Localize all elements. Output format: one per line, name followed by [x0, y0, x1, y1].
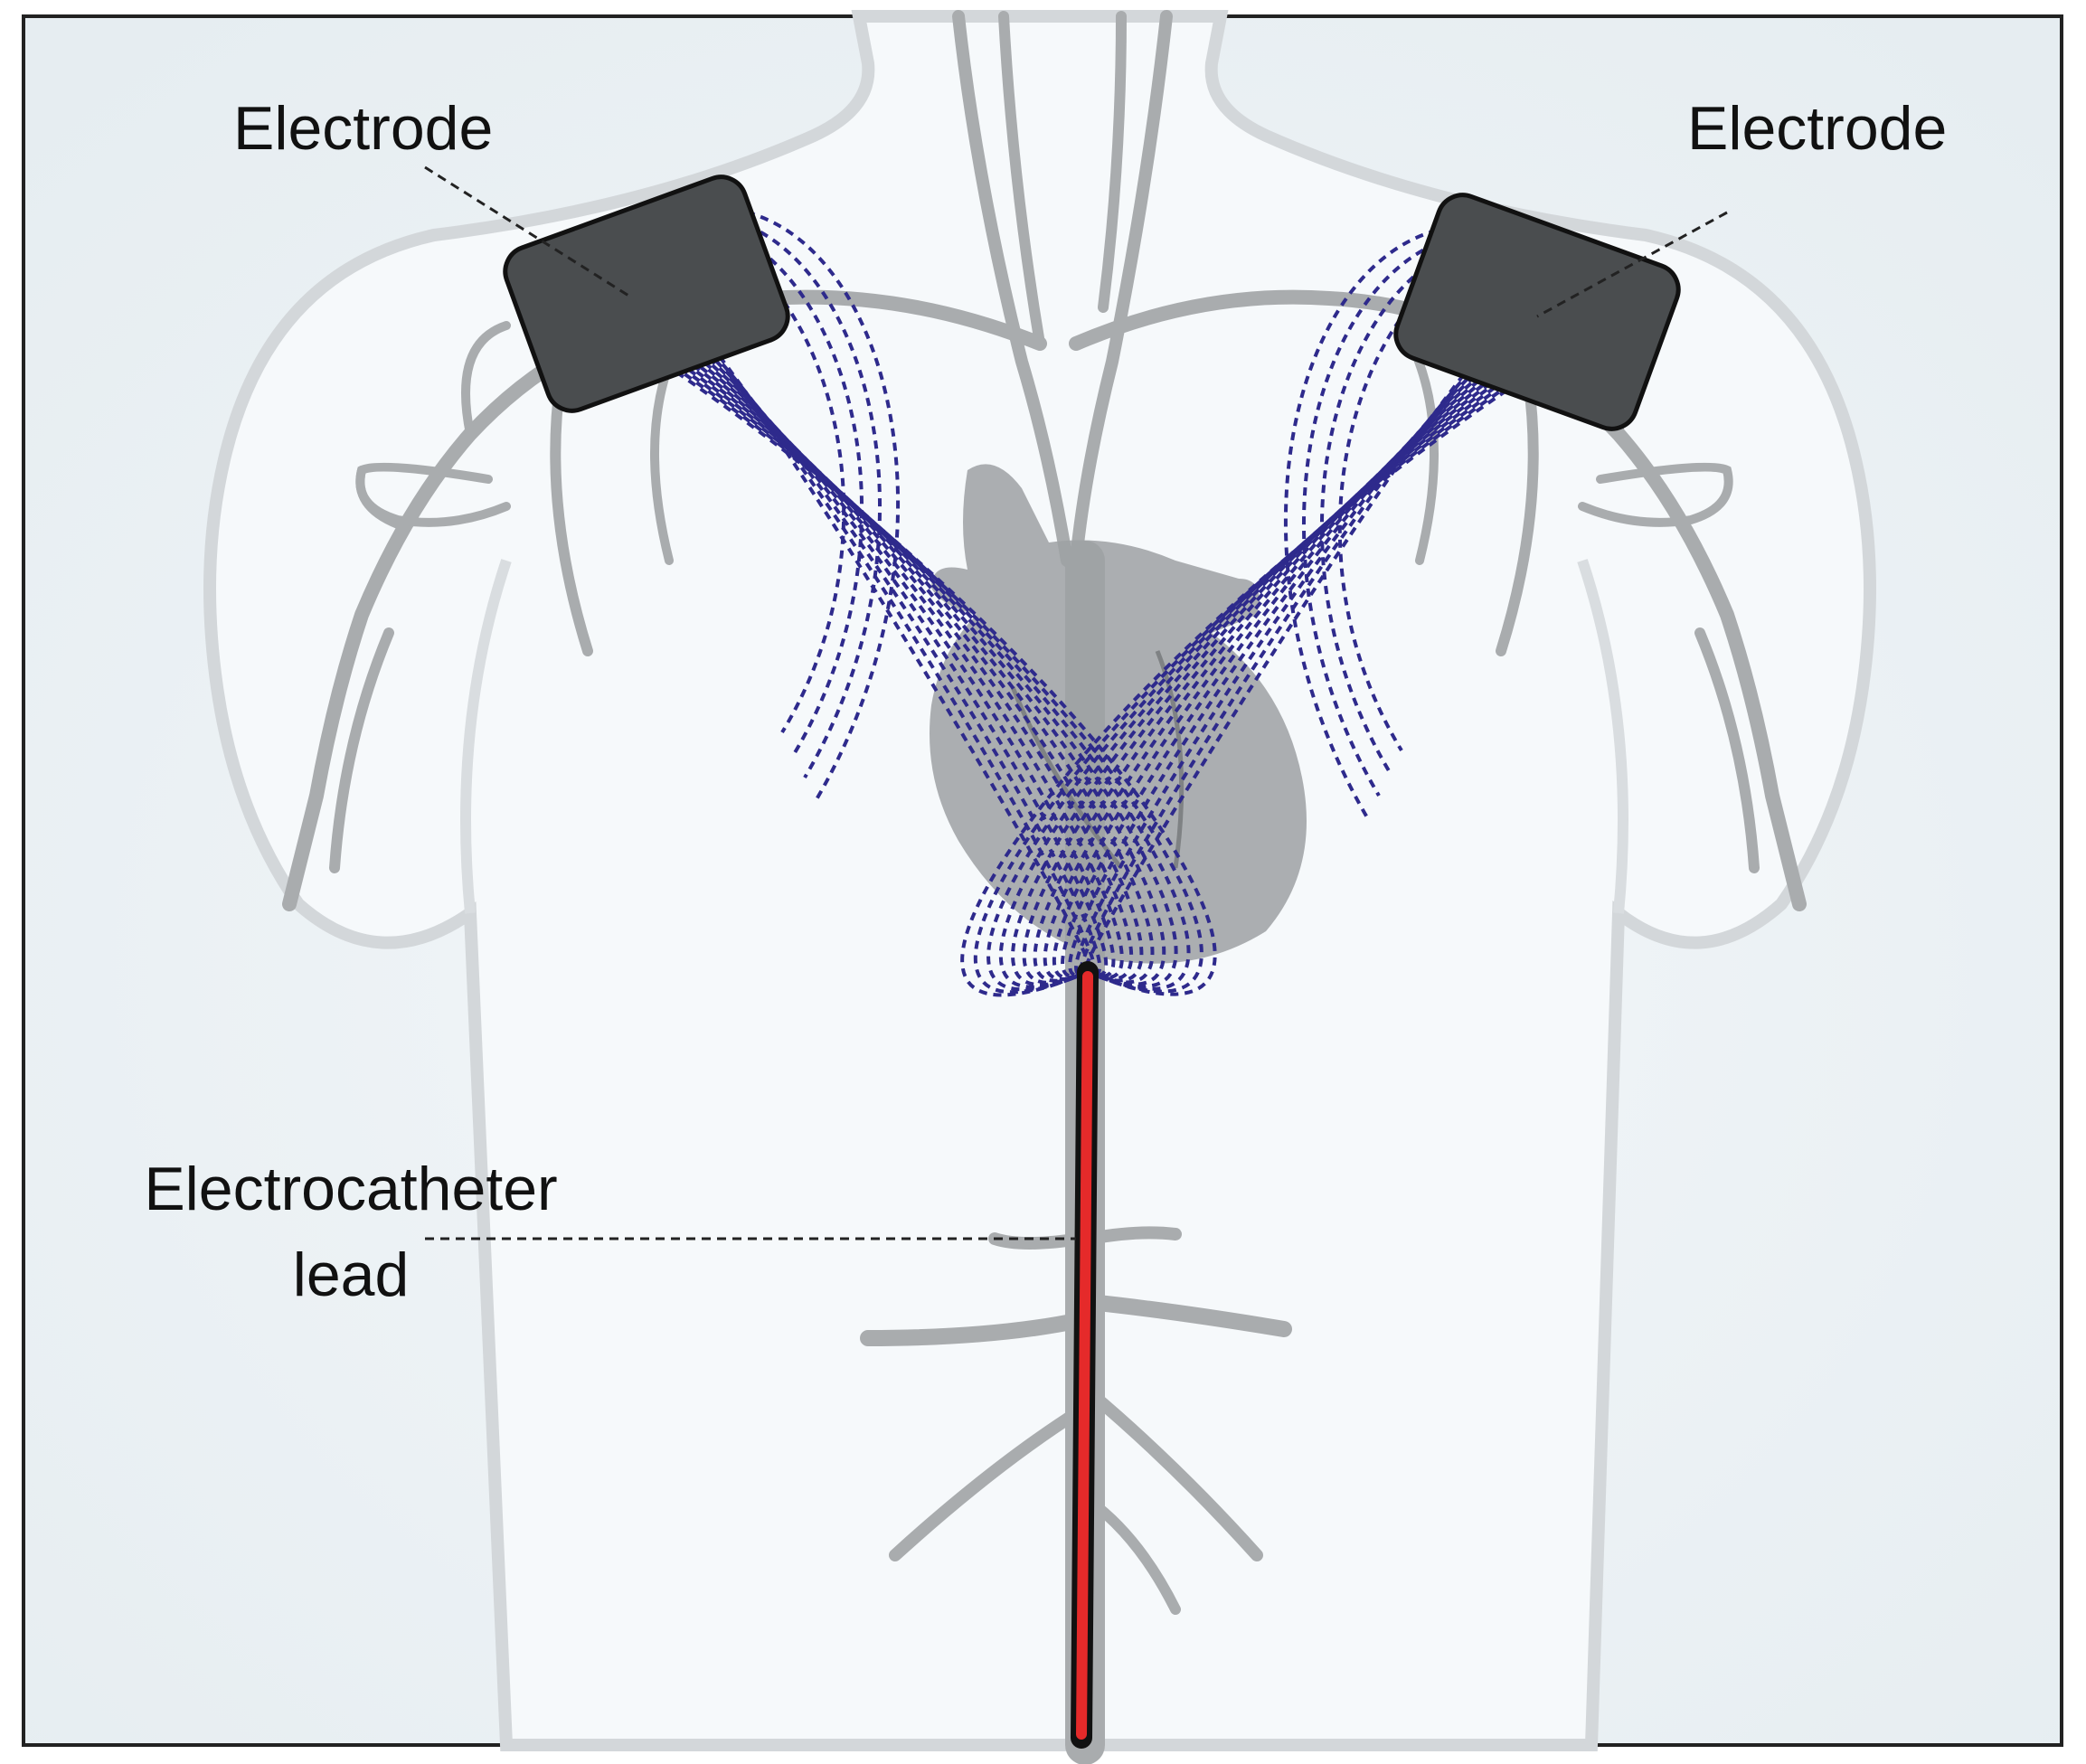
electrode-pad-icon	[503, 175, 790, 413]
field-line-left	[616, 318, 1178, 989]
field-line-left	[590, 315, 1217, 996]
field-line-left	[657, 325, 1124, 980]
leader-lines	[424, 165, 1728, 1240]
field-line-right	[1052, 344, 1526, 980]
field-line-right	[1061, 345, 1518, 978]
label-catheter-line2: lead	[292, 1240, 410, 1309]
field-line-right	[973, 334, 1584, 995]
leader-line-electrode-left	[424, 165, 634, 300]
field-line-left	[608, 317, 1191, 991]
electrode-pad-left	[503, 175, 790, 413]
field-line-right-loop	[1320, 238, 1575, 775]
field-line-left-loop	[609, 220, 864, 757]
label-electrode-left: Electrode	[233, 94, 494, 163]
leader-line-electrode-right	[1536, 211, 1728, 318]
label-electrode-right: Electrode	[1687, 94, 1948, 163]
field-line-right	[1011, 338, 1560, 986]
label-catheter: Electrocatheter lead	[107, 1146, 595, 1318]
label-catheter-line1: Electrocatheter	[144, 1155, 558, 1223]
electrode-pad-icon	[1393, 193, 1681, 431]
electrode-pad-right	[1393, 193, 1681, 431]
field-line-right	[1022, 340, 1551, 985]
field-line-right	[960, 333, 1593, 997]
catheter-lead-icon	[1071, 961, 1099, 1749]
field-line-right	[998, 336, 1568, 989]
